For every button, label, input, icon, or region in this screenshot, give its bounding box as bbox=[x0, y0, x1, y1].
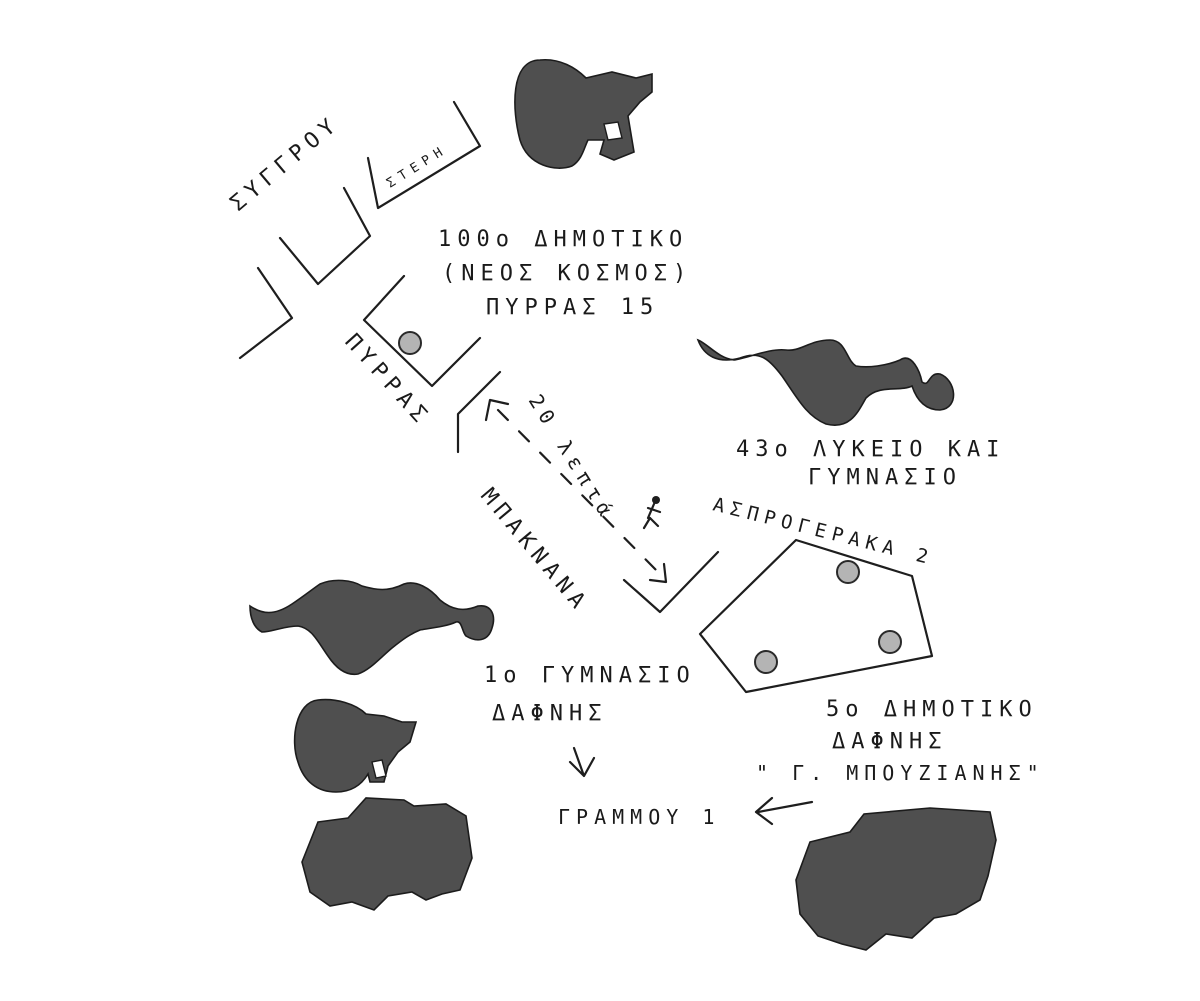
arrow-icon bbox=[648, 562, 668, 584]
walking-route bbox=[484, 398, 668, 584]
baknana-corner bbox=[622, 550, 720, 614]
asprogeraka-block bbox=[698, 538, 934, 694]
megaphone-icon bbox=[514, 58, 653, 169]
shoe-icon bbox=[696, 338, 955, 426]
school-markers bbox=[398, 331, 902, 674]
school-marker-icon bbox=[754, 650, 778, 674]
walker-icon bbox=[642, 496, 662, 530]
school-marker-icon bbox=[398, 331, 422, 355]
arrow-icon bbox=[484, 398, 510, 422]
shoe-icon bbox=[249, 579, 495, 676]
walk-time-label: 20 λεπτά bbox=[524, 390, 621, 525]
truck-icon bbox=[301, 797, 473, 911]
school-100-line-3: ΠΥΡΡΑΣ 15 bbox=[486, 295, 659, 320]
street-label-asprogeraka: ΑΣΠΡΟΓΕΡΑΚΑ 2 bbox=[711, 494, 936, 570]
pyrras-block bbox=[362, 274, 482, 388]
street-lines bbox=[238, 100, 934, 694]
street-label-grammou: ΓΡΑΜΜΟΥ 1 bbox=[558, 805, 720, 829]
gymnasio-1-line-1: 1ο ΓΥΜΝΑΣΙΟ bbox=[484, 663, 696, 688]
school-100-line-2: (ΝΕΟΣ ΚΟΣΜΟΣ) bbox=[442, 261, 692, 286]
school-5-line-1: 5ο ΔΗΜΟΤΙΚΟ bbox=[826, 697, 1038, 722]
school-5-line-2: ΔΑΦΝΗΣ bbox=[832, 729, 947, 754]
steri-block bbox=[366, 100, 482, 210]
gymnasio-1-line-2: ΔΑΦΝΗΣ bbox=[492, 701, 607, 726]
route-dashed-line bbox=[496, 408, 662, 576]
school-5-line-3: " Γ. ΜΠΟΥΖΙΑΝΗΣ" bbox=[756, 761, 1045, 785]
arrow-icon bbox=[754, 796, 814, 826]
grammou-arrows bbox=[568, 746, 814, 826]
arrow-icon bbox=[568, 746, 596, 778]
street-corner-2 bbox=[278, 186, 372, 286]
school-marker-icon bbox=[836, 560, 860, 584]
street-label-syngrou: ΣΥΓΓΡΟΥ bbox=[226, 111, 345, 217]
school-marker-icon bbox=[878, 630, 902, 654]
school-43-line-1: 43ο ΛΥΚΕΙΟ ΚΑΙ bbox=[736, 437, 1005, 462]
pyrras-lane bbox=[456, 370, 502, 454]
street-corner-1 bbox=[238, 266, 294, 360]
truck-icon bbox=[795, 807, 997, 951]
megaphone-icon bbox=[293, 698, 418, 793]
school-43-line-2: ΓΥΜΝΑΣΙΟ bbox=[808, 465, 962, 490]
school-100-line-1: 100ο ΔΗΜΟΤΙΚΟ bbox=[438, 227, 688, 252]
street-label-baknana: ΜΠΑΚΝΑΝΑ bbox=[475, 484, 593, 618]
